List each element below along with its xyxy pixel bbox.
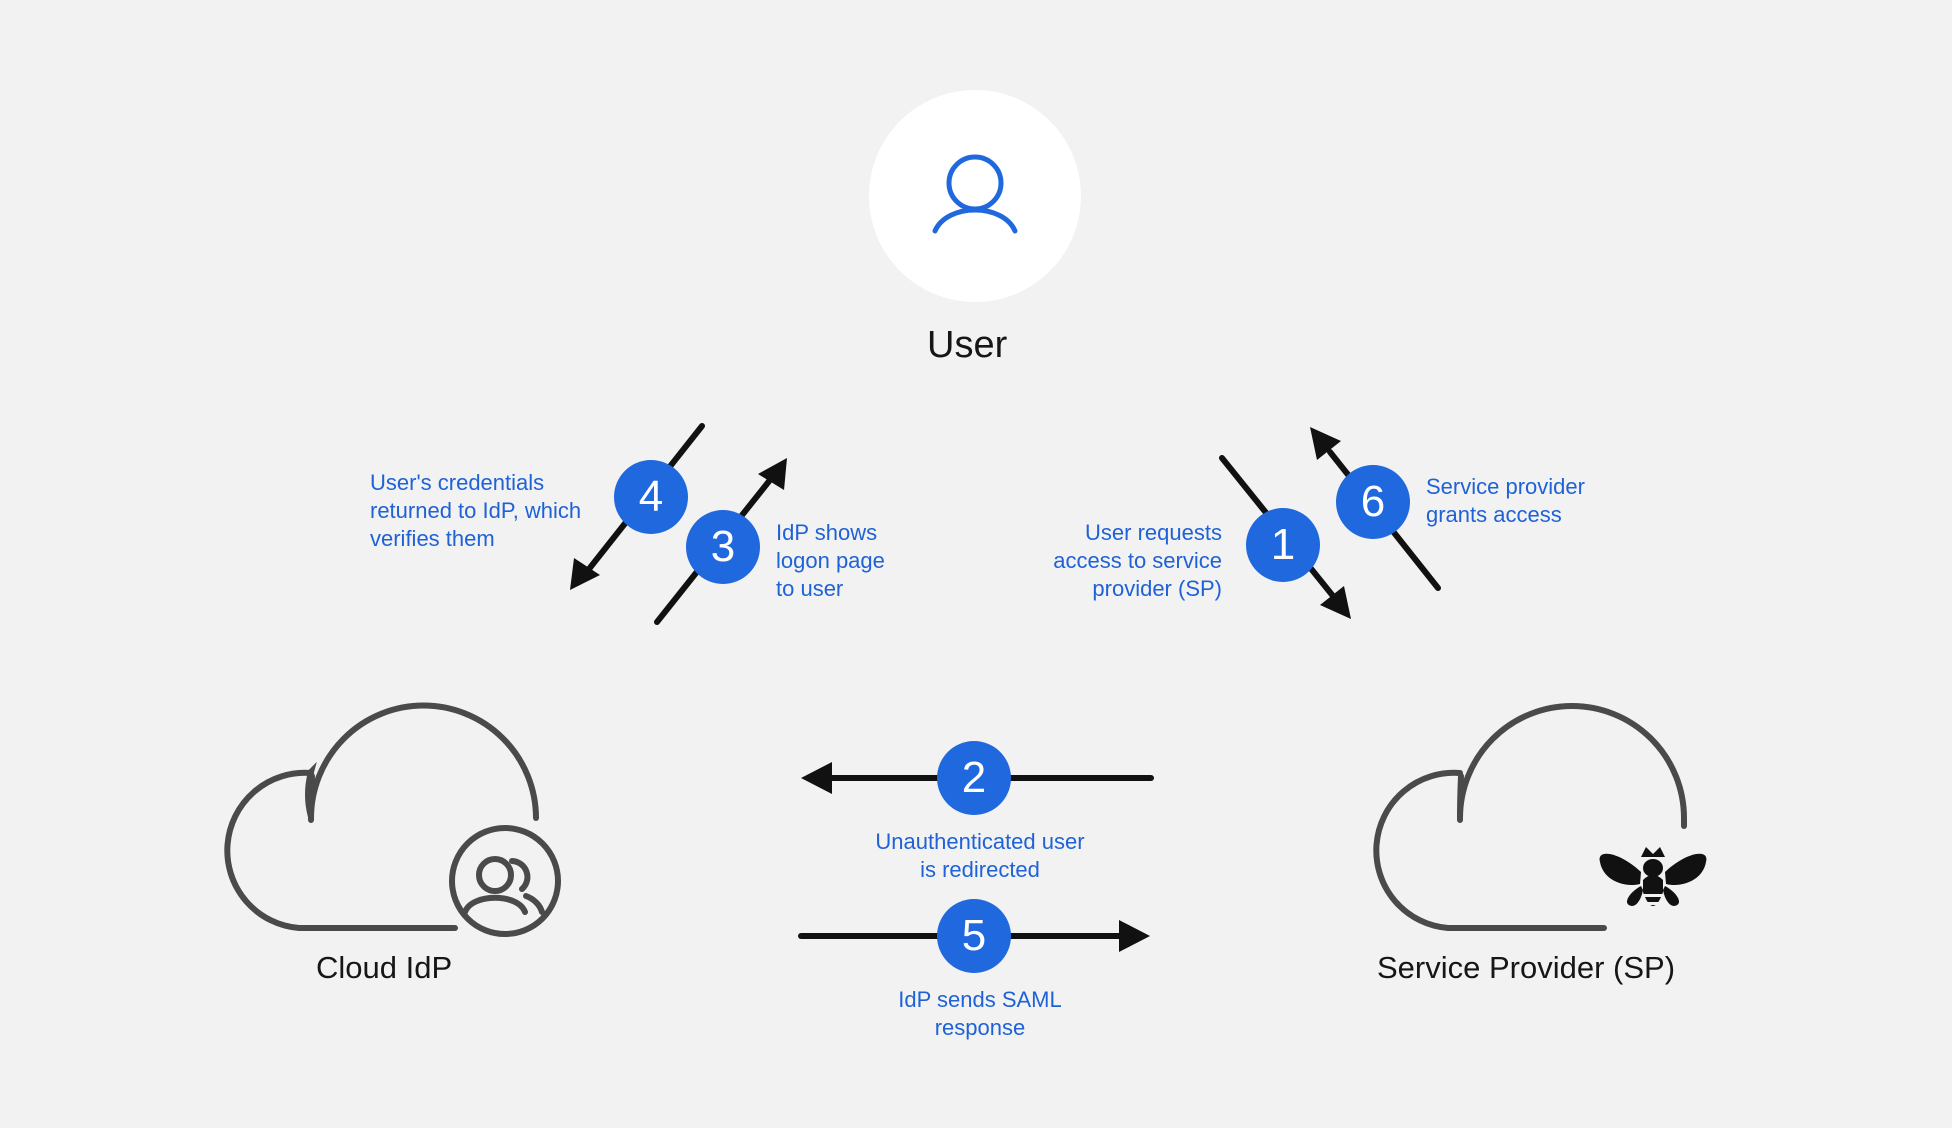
arrow-head-4	[570, 558, 600, 590]
bee-icon	[1599, 847, 1707, 906]
arrow-head-6	[1310, 427, 1341, 460]
user-avatar-circle	[869, 90, 1081, 302]
step-text-1: User requests access to service provider…	[1053, 520, 1222, 601]
user-icon	[932, 154, 1018, 234]
step-text-2: Unauthenticated user is redirected	[875, 829, 1085, 882]
idp-node	[224, 702, 561, 937]
step-badge-5: 5	[937, 899, 1011, 973]
users-group-badge	[449, 825, 561, 937]
step-text-6: Service provider grants access	[1426, 474, 1585, 527]
users-group-icon	[462, 856, 545, 915]
user-label: User	[927, 324, 1008, 366]
idp-label: Cloud IdP	[316, 950, 453, 985]
arrow-head-3	[758, 458, 787, 490]
step-badge-6: 6	[1336, 465, 1410, 539]
arrow-head-1	[1320, 586, 1351, 619]
arrow-head-2	[801, 762, 832, 794]
cloud-icon	[1373, 703, 1687, 931]
sp-node	[1373, 703, 1707, 931]
user-node	[869, 90, 1081, 302]
arrow-head-5	[1119, 920, 1150, 952]
step-badge-1: 1	[1246, 508, 1320, 582]
sp-label: Service Provider (SP)	[1377, 950, 1676, 985]
step-text-3: IdP shows logon page to user	[776, 520, 885, 601]
cloud-icon	[224, 702, 539, 931]
step-text-4: User's credentials returned to IdP, whic…	[370, 470, 582, 551]
step-text-5: IdP sends SAML response	[898, 987, 1062, 1040]
step-badge-4: 4	[614, 460, 688, 534]
step-badge-3: 3	[686, 510, 760, 584]
step-badge-2: 2	[937, 741, 1011, 815]
